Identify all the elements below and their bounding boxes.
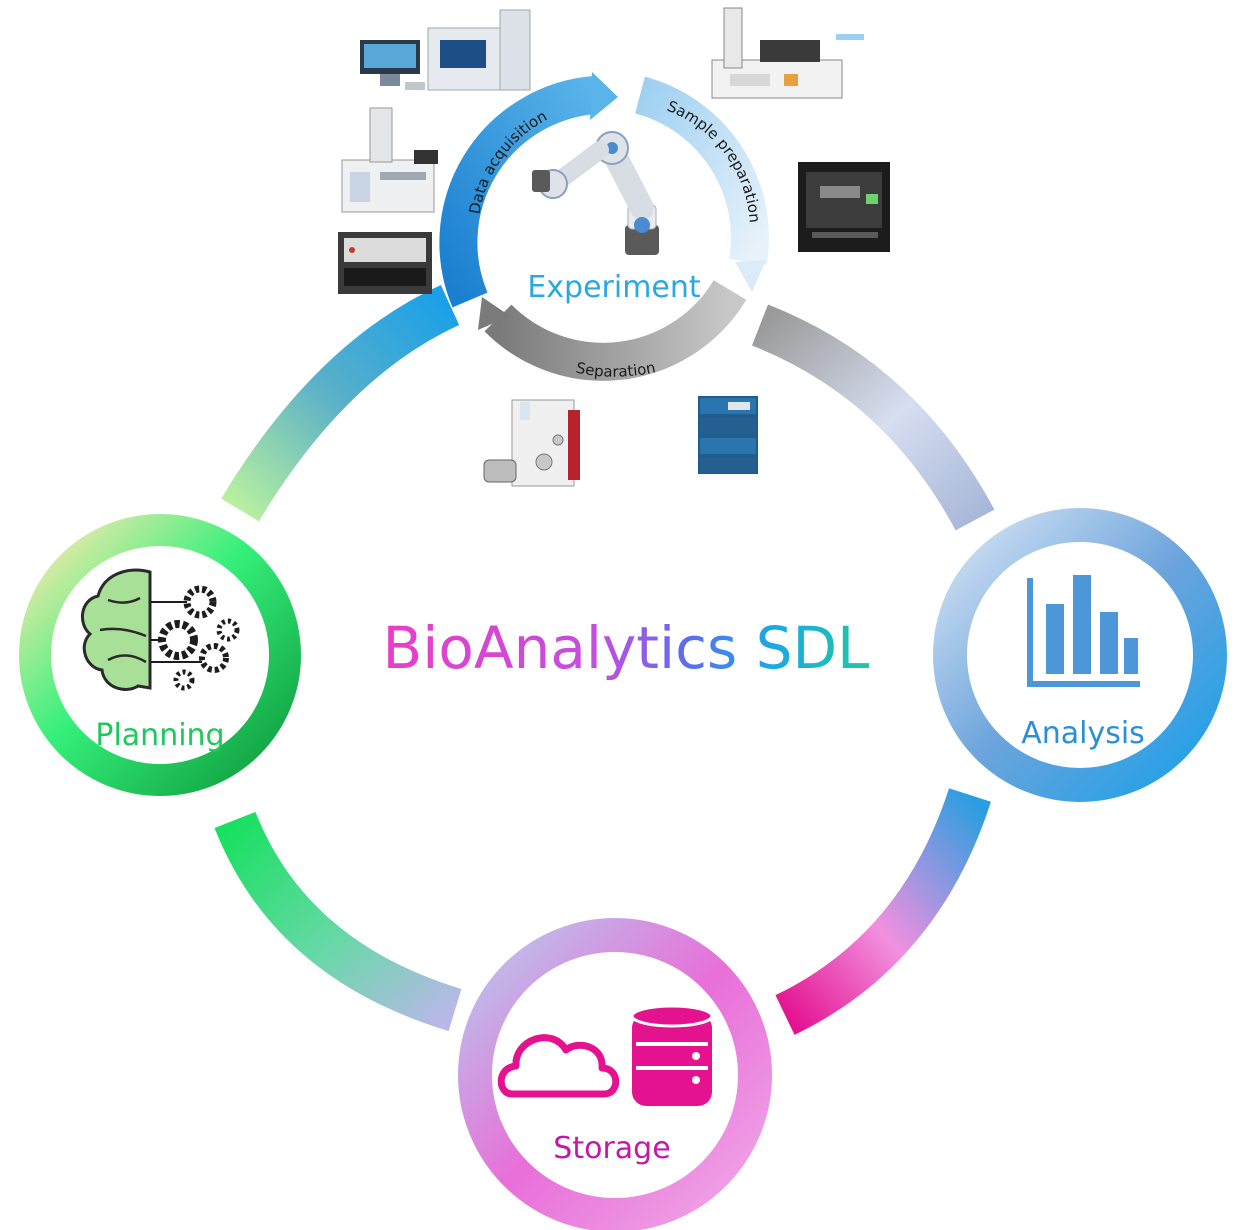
hplc-stack-icon xyxy=(698,396,758,474)
main-cycle-arcs xyxy=(214,285,995,1035)
analysis-node: Analysis xyxy=(933,508,1227,802)
bar-chart-icon xyxy=(1027,575,1140,687)
liquid-handler-icon xyxy=(711,7,864,99)
arrowhead-data-acquisition xyxy=(590,72,618,120)
experiment-arc-separation xyxy=(484,279,747,381)
gas-chromatograph-icon xyxy=(341,107,438,213)
mass-spectrometer-icon xyxy=(360,9,531,91)
planning-node: Planning xyxy=(19,514,301,796)
analysis-label: Analysis xyxy=(1021,716,1145,751)
instruments xyxy=(338,7,890,487)
cloud-database-icon xyxy=(497,1004,714,1106)
storage-label: Storage xyxy=(553,1131,670,1166)
arc-analysis-to-storage xyxy=(775,788,991,1035)
robot-arm-icon xyxy=(532,131,659,255)
arc-experiment-to-analysis xyxy=(751,304,995,531)
arc-planning-to-experiment xyxy=(221,285,460,522)
planning-label: Planning xyxy=(95,718,224,753)
arrowhead-sample-preparation xyxy=(735,260,766,292)
experiment-cycle: Data acquisition Sample preparation Sepa… xyxy=(439,72,769,381)
arc-storage-to-planning xyxy=(214,811,462,1032)
svg-text:Separation: Separation xyxy=(575,358,658,380)
plate-reader-icon xyxy=(338,232,432,294)
chromatography-system-icon xyxy=(483,399,580,487)
storage-node: Storage xyxy=(458,918,772,1230)
diagram-title: BioAnalytics SDL xyxy=(383,614,870,682)
experiment-label: Experiment xyxy=(527,270,701,305)
arrowhead-separation xyxy=(478,297,510,330)
spectrometer-icon xyxy=(798,162,890,252)
brain-gears-icon xyxy=(81,568,240,691)
step-label-separation: Separation xyxy=(575,358,658,380)
experiment-arc-data-acquisition xyxy=(439,76,597,308)
experiment-arc-sample-preparation xyxy=(634,76,769,266)
